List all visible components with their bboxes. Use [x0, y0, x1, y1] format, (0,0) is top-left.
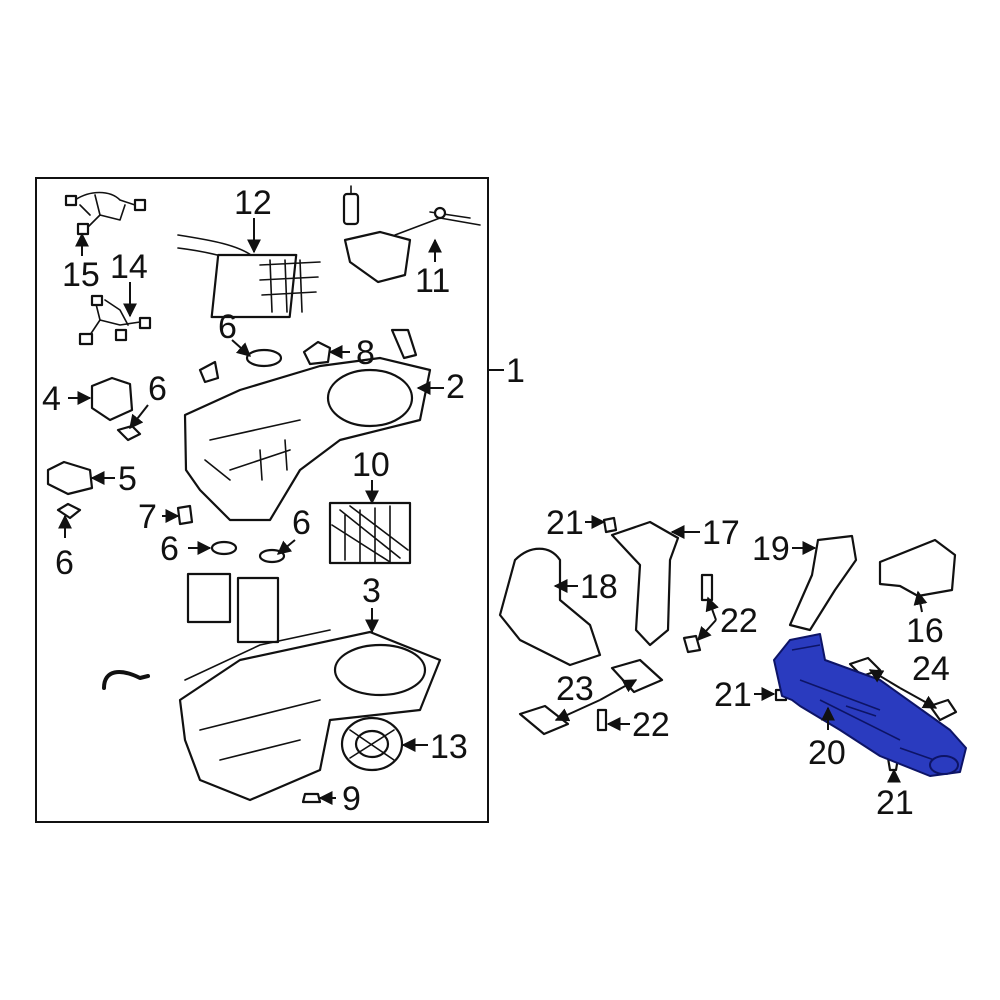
lower-case-3 [178, 629, 442, 802]
callout-23: 23 [556, 670, 594, 708]
part-16 [878, 538, 957, 598]
upper-case-2 [183, 356, 432, 522]
callout-22b: 22 [632, 706, 670, 744]
callout-21c: 21 [876, 784, 914, 822]
leader-24b [899, 687, 938, 709]
leader-16 [913, 590, 928, 613]
callout-6d: 6 [160, 530, 179, 568]
callout-9: 9 [342, 780, 361, 818]
filter-element-right [236, 576, 280, 644]
callout-10: 10 [352, 446, 390, 484]
callout-7: 7 [138, 498, 157, 536]
callout-1: 1 [506, 352, 525, 390]
callout-11: 11 [415, 262, 450, 300]
callout-21a: 21 [546, 504, 584, 542]
callout-18: 18 [580, 568, 618, 606]
part-8 [302, 340, 332, 366]
callout-24: 24 [912, 650, 950, 688]
callout-5: 5 [118, 460, 137, 498]
part-7 [176, 504, 194, 526]
callout-21b: 21 [714, 676, 752, 714]
screw-22-middle [682, 634, 702, 654]
vent-23-lower [518, 704, 570, 736]
callout-2: 2 [446, 368, 465, 406]
leader-22b [697, 619, 717, 642]
leader-6b [129, 404, 149, 430]
callout-8: 8 [356, 334, 375, 372]
blower-motor-13 [340, 716, 404, 772]
actuator-4 [90, 376, 134, 422]
callout-3: 3 [362, 572, 381, 610]
filter-10 [328, 501, 412, 565]
callout-19: 19 [752, 530, 790, 568]
actuator-11 [342, 185, 481, 284]
callout-17: 17 [702, 514, 740, 552]
filter-element-left [186, 572, 232, 624]
callout-12: 12 [234, 184, 272, 222]
callout-6b: 6 [148, 370, 167, 408]
duct-17 [610, 520, 680, 647]
leader-22a [705, 596, 719, 621]
gasket-6d [210, 540, 238, 556]
callout-6c: 6 [55, 544, 74, 582]
callout-6e: 6 [292, 504, 311, 542]
screw-22-upper [700, 573, 714, 602]
leader-6e [276, 539, 296, 555]
duct-18 [498, 547, 602, 667]
clip-upper-right [390, 328, 418, 360]
screw-9 [301, 792, 322, 804]
callout-13: 13 [430, 728, 468, 766]
callout-15: 15 [62, 256, 100, 294]
callout-4: 4 [42, 380, 61, 418]
heater-assembly-frame [35, 177, 489, 823]
callout-22a: 22 [720, 602, 758, 640]
leader-23b [554, 699, 601, 722]
callout-14: 14 [110, 248, 148, 286]
clip-upper-left [198, 360, 220, 384]
heater-core-12 [177, 234, 321, 319]
duct-19 [788, 534, 858, 632]
callout-20: 20 [808, 734, 846, 772]
duct-20-highlighted [773, 633, 967, 777]
vent-24-right [928, 698, 958, 722]
gasket-6c [56, 502, 82, 520]
callout-6a: 6 [218, 308, 237, 346]
gasket-6a [245, 348, 283, 368]
gasket-6b [116, 424, 142, 442]
hose [102, 670, 150, 690]
wiring-harness-15 [64, 191, 147, 236]
screw-22-lower [596, 708, 608, 732]
vent-23-upper [610, 658, 664, 694]
wiring-harness-14 [78, 294, 152, 346]
leader-6a [231, 339, 252, 357]
screw-21-upper [602, 516, 618, 534]
actuator-5 [46, 460, 94, 496]
callout-16: 16 [906, 612, 944, 650]
leader-24a [868, 669, 901, 689]
leader-23a [599, 679, 638, 701]
